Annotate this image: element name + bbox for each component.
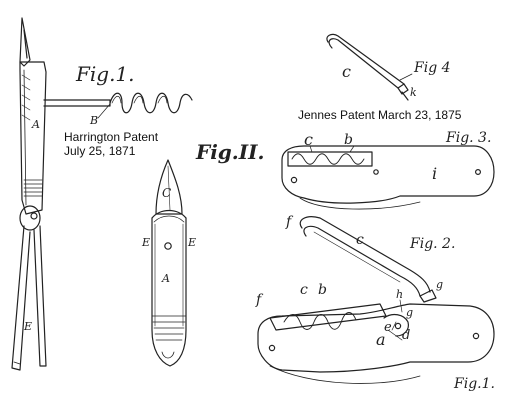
- jennes-fig4-clip: [326, 33, 409, 101]
- letter-g-fig1r: g: [406, 306, 414, 319]
- jennes-fig2-part: [299, 216, 437, 303]
- letter-E-fig2-left: E: [142, 236, 151, 249]
- jennes-caption: Jennes Patent March 23, 1875: [298, 108, 462, 122]
- letter-a-fig1r: a: [376, 330, 386, 349]
- letter-d-fig1r: d: [402, 328, 411, 343]
- harrington-caption-line1: Harrington Patent: [64, 130, 159, 144]
- harrington-caption-line2: July 25, 1871: [64, 144, 136, 158]
- letter-f-fig2r: f: [286, 214, 292, 230]
- fig2-right-label: Fig. 2.: [410, 236, 456, 252]
- fig1-left-label: Fig.1.: [76, 62, 135, 86]
- jennes-fig1-knife: [257, 303, 495, 384]
- letter-c-fig3: c: [304, 130, 313, 149]
- fig4-right-label: Fig 4: [414, 60, 451, 76]
- fig3-right-label: Fig. 3.: [446, 130, 492, 146]
- letter-A-left: A: [32, 118, 40, 131]
- letter-h-fig1r: h: [396, 288, 404, 301]
- harrington-fig1-knife: [11, 17, 193, 371]
- letter-g-fig2r: g: [436, 278, 444, 291]
- letter-E-fig2-right: E: [188, 236, 197, 249]
- letter-e-fig1r: e: [384, 320, 392, 335]
- letter-c-fig2r: c: [356, 232, 364, 248]
- leader-lines: [97, 73, 413, 331]
- fig1-right-label: Fig.1.: [454, 376, 495, 392]
- jennes-fig3-knife: [281, 145, 495, 210]
- letter-E-left: E: [24, 320, 33, 333]
- harrington-fig2-knife: [151, 159, 187, 367]
- letter-B-left: B: [90, 114, 99, 127]
- letter-b-fig1r: b: [318, 282, 327, 298]
- letter-i-fig3: i: [432, 164, 438, 183]
- letter-c-fig1r: c: [300, 282, 308, 298]
- letter-f-fig1r: f: [256, 292, 262, 308]
- fig2-left-label: Fig.II.: [196, 140, 265, 164]
- letter-k-fig4: k: [410, 86, 417, 99]
- letter-c-fig4: c: [342, 62, 351, 81]
- letter-A-fig2: A: [162, 272, 170, 285]
- letter-C-fig2: C: [162, 186, 172, 200]
- letter-b-fig3: b: [344, 132, 353, 148]
